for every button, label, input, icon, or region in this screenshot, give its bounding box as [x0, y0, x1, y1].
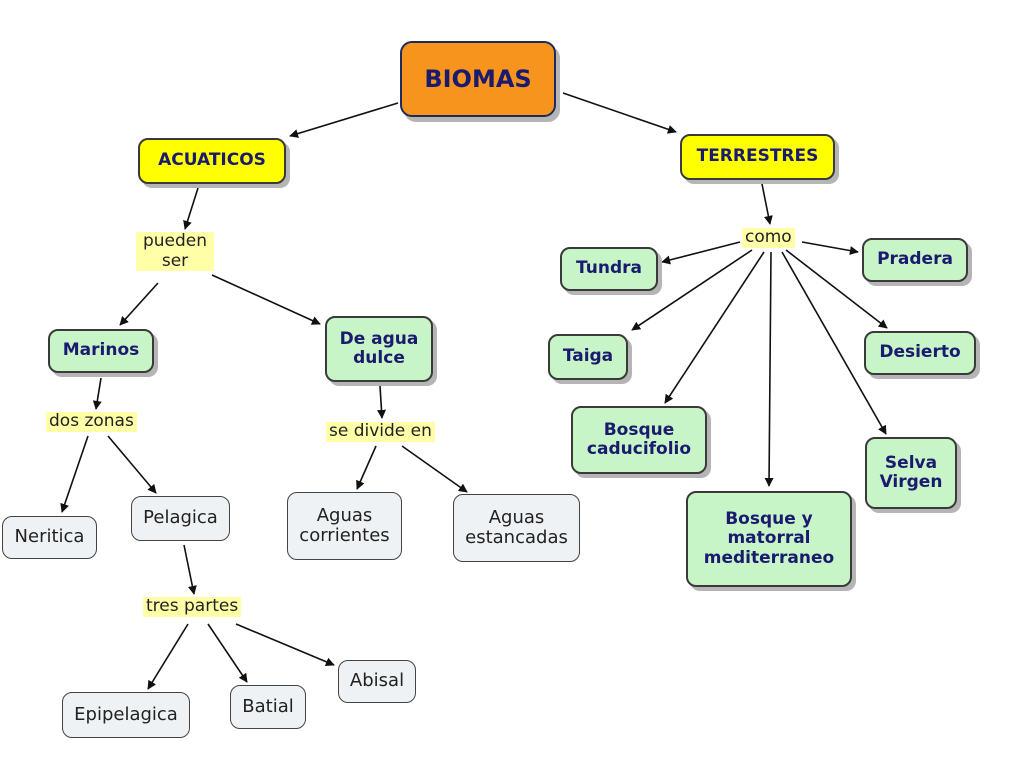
arrow-pelagica-to-tres-partes: [183, 544, 197, 595]
arrow-como-to-bosque-mediterraneo: [764, 251, 774, 487]
arrow-tres-partes-to-batial: [207, 623, 248, 683]
link-como: como: [742, 227, 795, 248]
arrow-como-to-selva-virgen: [781, 251, 887, 435]
link-tres-partes: tres partes: [143, 596, 242, 617]
pelagica-node[interactable]: Pelagica: [131, 496, 230, 541]
arrow-se-divide-to-corrientes: [356, 445, 377, 490]
arrow-marinos-to-dos-zonas: [92, 377, 102, 410]
arrow-dos-zonas-to-neritica: [60, 435, 89, 513]
taiga-node[interactable]: Taiga: [548, 334, 628, 380]
link-pueden-ser: pueden ser: [136, 231, 214, 272]
tundra-node[interactable]: Tundra: [560, 247, 658, 291]
arrow-se-divide-to-estancadas: [401, 445, 468, 493]
arrow-como-to-tundra: [661, 241, 741, 265]
arrow-como-to-taiga: [631, 249, 753, 331]
acuaticos-node[interactable]: ACUATICOS: [138, 138, 286, 184]
arrow-como-to-bosque-caducifolio: [664, 251, 765, 404]
agua-dulce-node[interactable]: De agua dulce: [325, 316, 433, 382]
arrow-dos-zonas-to-pelagica: [107, 435, 157, 494]
arrow-root-to-terrestres: [562, 92, 677, 134]
pradera-node[interactable]: Pradera: [862, 238, 968, 282]
terrestres-node[interactable]: TERRESTRES: [680, 134, 835, 180]
arrow-pueden-ser-to-agua-dulce: [211, 274, 321, 325]
bosque-caducifolio-node[interactable]: Bosque caducifolio: [571, 406, 707, 474]
arrow-acuaticos-to-pueden-ser: [183, 187, 199, 230]
link-dos-zonas: dos zonas: [46, 411, 137, 432]
arrow-terrestres-to-como: [761, 183, 773, 225]
arrow-como-to-desierto: [785, 249, 888, 329]
epipelagica-node[interactable]: Epipelagica: [62, 692, 190, 738]
link-se-divide-en: se divide en: [326, 421, 435, 442]
bosque-mediterraneo-node[interactable]: Bosque y matorral mediterraneo: [686, 491, 852, 587]
arrow-como-to-pradera: [801, 241, 859, 256]
arrow-root-to-acuaticos: [289, 102, 399, 138]
aguas-corrientes-node[interactable]: Aguas corrientes: [287, 492, 402, 560]
neritica-node[interactable]: Neritica: [2, 516, 97, 559]
batial-node[interactable]: Batial: [230, 685, 306, 729]
arrow-pueden-ser-to-marinos: [119, 282, 159, 326]
marinos-node[interactable]: Marinos: [48, 329, 154, 373]
arrow-tres-partes-to-abisal: [235, 623, 335, 667]
arrow-agua-dulce-to-se-divide: [377, 385, 386, 419]
aguas-estancadas-node[interactable]: Aguas estancadas: [453, 494, 580, 562]
desierto-node[interactable]: Desierto: [864, 331, 976, 375]
arrow-tres-partes-to-epipelagica: [147, 623, 189, 690]
abisal-node[interactable]: Abisal: [338, 660, 416, 703]
selva-virgen-node[interactable]: Selva Virgen: [865, 437, 957, 509]
biomas-root-node[interactable]: BIOMAS: [400, 41, 556, 117]
